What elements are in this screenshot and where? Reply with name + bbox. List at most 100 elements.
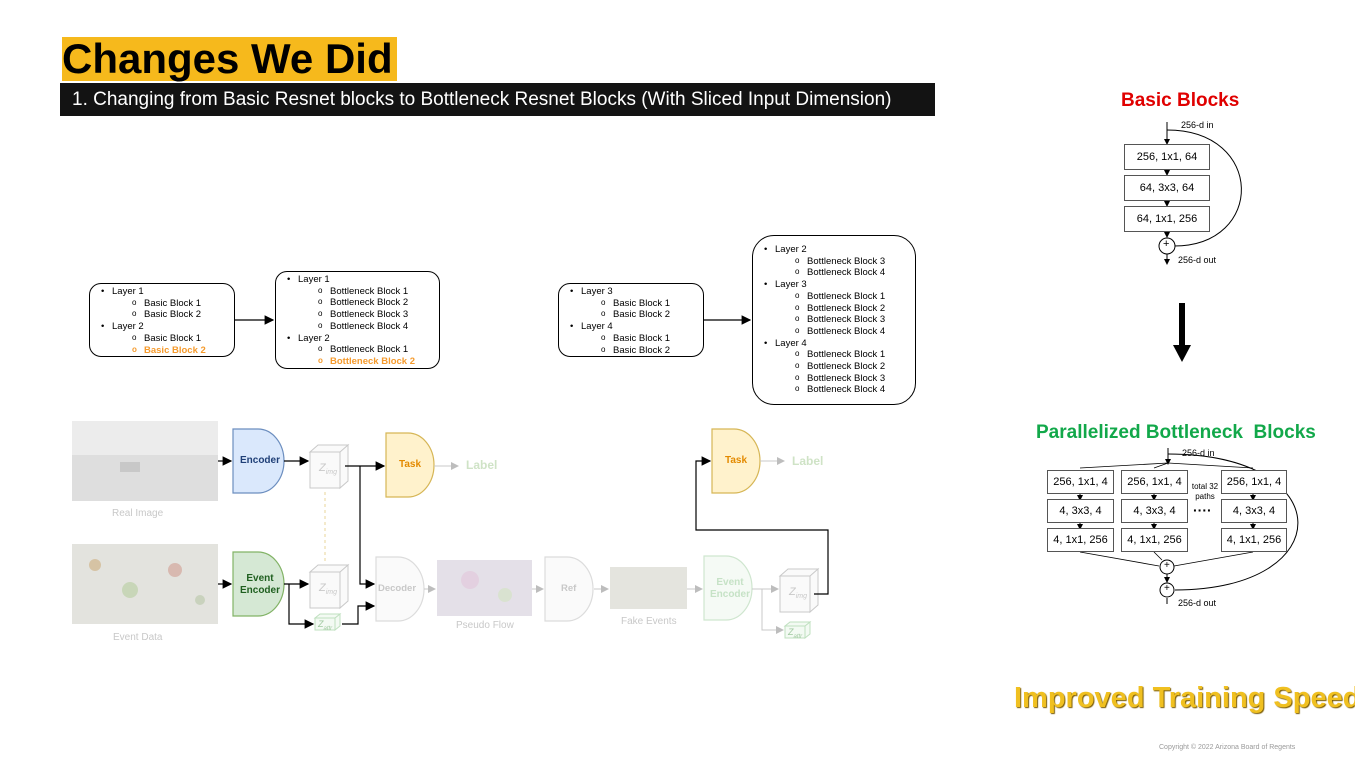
path32-layer-2: 4, 3x3, 4 [1221, 499, 1287, 523]
encoder-label: Encoder [239, 455, 280, 466]
sum-node-2 [1159, 582, 1175, 598]
block-item: Basic Block 1 [90, 332, 234, 345]
layer-item: Layer 3 [753, 279, 915, 291]
parallel-block-diagram [1077, 448, 1299, 604]
layer-item: Layer 2 [90, 321, 234, 333]
path1-layer-3: 4, 1x1, 256 [1047, 528, 1114, 552]
parallel-blocks-heading: Parallelized Bottleneck Blocks [1036, 422, 1316, 443]
slide-subtitle: 1. Changing from Basic Resnet blocks to … [60, 83, 935, 116]
decoder-label: Decoder [378, 583, 417, 594]
parallel-out-label: 256-d out [1178, 598, 1217, 608]
basic-layers-box-2: Layer 3Basic Block 1Basic Block 2Layer 4… [558, 283, 704, 357]
ref-block [544, 556, 594, 622]
basic-block-diagram [1158, 122, 1242, 265]
block-item: Basic Block 1 [559, 332, 703, 345]
task-label-1: Task [398, 459, 422, 470]
block-item: Basic Block 2 [90, 308, 234, 321]
path2-layer-3: 4, 1x1, 256 [1121, 528, 1188, 552]
layer-item: Layer 2 [753, 244, 915, 256]
layer-item: Layer 4 [559, 321, 703, 333]
copyright: Copyright © 2022 Arizona Board of Regent… [1159, 744, 1296, 751]
basic-out-label: 256-d out [1178, 255, 1217, 265]
encoder-block [232, 428, 285, 494]
parallel-plus-1: + [1164, 560, 1170, 571]
block-item: Bottleneck Block 1 [276, 343, 439, 356]
block-item: Bottleneck Block 3 [753, 255, 915, 268]
block-item: Bottleneck Block 2 [753, 302, 915, 315]
path2-layer-1: 256, 1x1, 4 [1121, 470, 1188, 494]
ref-label: Ref [561, 583, 577, 594]
label-text-2: Label [792, 454, 824, 468]
basic-in-label: 256-d in [1181, 120, 1214, 130]
path32-layer-3: 4, 1x1, 256 [1221, 528, 1287, 552]
ellipsis: ···· [1193, 502, 1212, 518]
slide-title: Changes We Did [62, 37, 397, 81]
event-data-image [72, 544, 218, 624]
z-img-label-1: Zimg [319, 462, 338, 477]
parallel-in-label: 256-d in [1182, 448, 1215, 458]
sum-node [1158, 237, 1176, 255]
block-item: Basic Block 2 [90, 344, 234, 357]
sum-node-1 [1159, 559, 1175, 575]
event-encoder-block [232, 551, 285, 617]
task-label-2: Task [724, 455, 748, 466]
basic-layer-2: 64, 3x3, 64 [1124, 175, 1210, 201]
down-arrow-icon [1173, 303, 1191, 362]
z-attr-label-2: Zattr [788, 627, 803, 640]
block-item: Basic Block 2 [559, 344, 703, 357]
layer-item: Layer 4 [753, 338, 915, 350]
block-item: Basic Block 2 [559, 308, 703, 321]
block-item: Bottleneck Block 1 [753, 348, 915, 361]
block-item: Bottleneck Block 3 [753, 313, 915, 326]
block-item: Basic Block 1 [90, 297, 234, 310]
task-block-1 [385, 432, 435, 498]
layer-item: Layer 1 [90, 286, 234, 298]
label-text-1: Label [466, 458, 498, 472]
fake-events-caption: Fake Events [621, 616, 677, 627]
path32-layer-1: 256, 1x1, 4 [1221, 470, 1287, 494]
block-item: Bottleneck Block 4 [276, 320, 439, 333]
block-item: Bottleneck Block 1 [753, 290, 915, 303]
basic-layer-1: 256, 1x1, 64 [1124, 144, 1210, 170]
block-item: Bottleneck Block 4 [753, 383, 915, 396]
block-item: Bottleneck Block 1 [276, 285, 439, 298]
layer-item: Layer 3 [559, 286, 703, 298]
block-item: Bottleneck Block 2 [753, 360, 915, 373]
basic-blocks-heading: Basic Blocks [1121, 90, 1240, 111]
improved-training-speed: Improved Training Speed! [1014, 682, 1355, 714]
event-data-caption: Event Data [113, 632, 163, 643]
block-item: Bottleneck Block 2 [276, 296, 439, 309]
layer-item: Layer 1 [276, 274, 439, 286]
block-item: Bottleneck Block 3 [276, 308, 439, 321]
block-item: Basic Block 1 [559, 297, 703, 310]
basic-plus: + [1163, 238, 1170, 250]
fake-events-image [610, 567, 687, 609]
z-img-label-3: Zimg [789, 586, 808, 601]
event-encoder-block-2 [703, 555, 753, 621]
pseudo-flow-image [437, 560, 532, 616]
path1-layer-2: 4, 3x3, 4 [1047, 499, 1114, 523]
block-item: Bottleneck Block 4 [753, 325, 915, 338]
parallel-plus-2: + [1164, 583, 1170, 594]
z-attr-label-1: Zattr [318, 619, 333, 632]
real-image-caption: Real Image [112, 508, 164, 519]
pseudo-flow-caption: Pseudo Flow [456, 620, 514, 631]
basic-layers-box-1: Layer 1Basic Block 1Basic Block 2Layer 2… [89, 283, 235, 357]
block-item: Bottleneck Block 4 [753, 266, 915, 279]
path2-layer-2: 4, 3x3, 4 [1121, 499, 1188, 523]
decoder-block [375, 556, 425, 622]
basic-layer-3: 64, 1x1, 256 [1124, 206, 1210, 232]
layer-item: Layer 2 [276, 333, 439, 345]
z-img-label-2: Zimg [319, 582, 338, 597]
block-item: Bottleneck Block 2 [276, 355, 439, 368]
block-item: Bottleneck Block 3 [753, 372, 915, 385]
bottleneck-layers-box-2: Layer 2Bottleneck Block 3Bottleneck Bloc… [752, 235, 916, 405]
bottleneck-layers-box-1: Layer 1Bottleneck Block 1Bottleneck Bloc… [275, 271, 440, 369]
path1-layer-1: 256, 1x1, 4 [1047, 470, 1114, 494]
task-block-2 [711, 428, 761, 494]
